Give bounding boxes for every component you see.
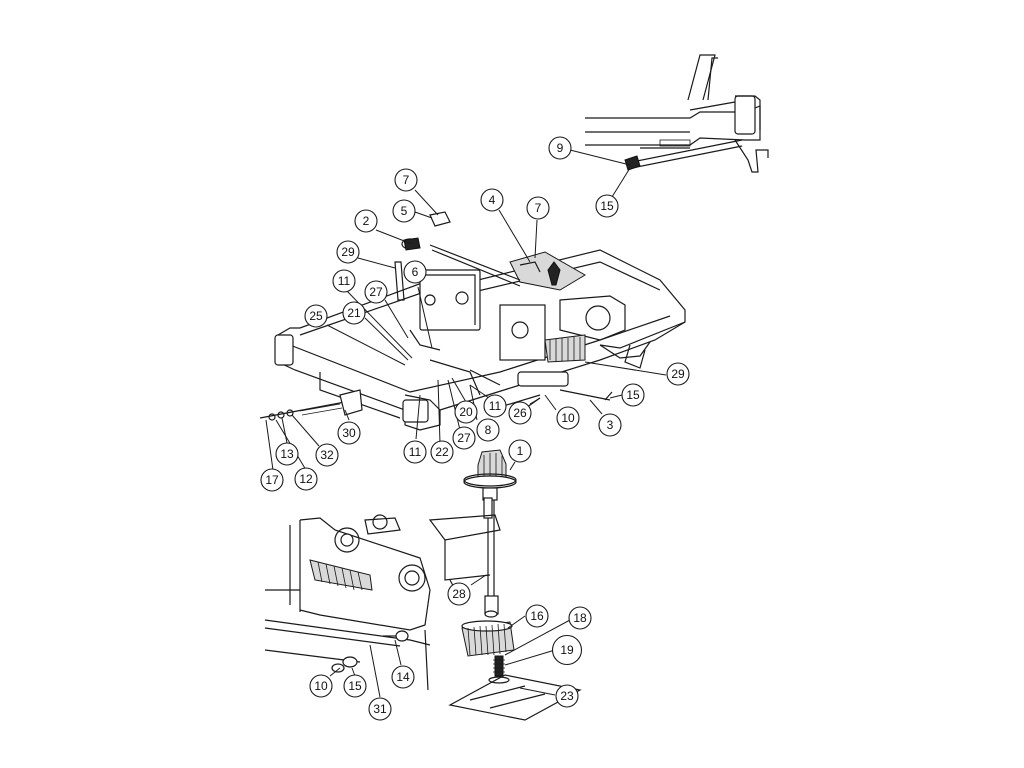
callout-label: 3 bbox=[607, 418, 614, 432]
callout-17[interactable]: 17 bbox=[260, 468, 284, 492]
detail-bracket-view bbox=[264, 514, 431, 691]
callout-3[interactable]: 3 bbox=[598, 413, 622, 437]
callout-label: 21 bbox=[347, 306, 361, 320]
callout-10[interactable]: 10 bbox=[556, 406, 580, 430]
callout-label: 29 bbox=[341, 245, 355, 259]
callout-label: 11 bbox=[409, 445, 422, 459]
callout-9[interactable]: 9 bbox=[548, 136, 572, 160]
callout-label: 15 bbox=[626, 388, 640, 402]
callout-label: 15 bbox=[600, 199, 614, 213]
callout-label: 13 bbox=[280, 447, 294, 461]
callout-7[interactable]: 7 bbox=[394, 168, 418, 192]
callout-label: 4 bbox=[489, 193, 496, 207]
callout-22[interactable]: 22 bbox=[430, 440, 454, 464]
callout-18[interactable]: 18 bbox=[568, 606, 592, 630]
center-shaft-assembly bbox=[428, 449, 517, 618]
callout-label: 28 bbox=[452, 587, 466, 601]
callout-label: 5 bbox=[401, 204, 408, 218]
callout-7[interactable]: 7 bbox=[526, 196, 550, 220]
leader-lines bbox=[265, 149, 667, 698]
callout-12[interactable]: 12 bbox=[294, 467, 318, 491]
callout-label: 8 bbox=[485, 423, 492, 437]
callout-5[interactable]: 5 bbox=[392, 199, 416, 223]
callout-label: 2 bbox=[363, 214, 370, 228]
callout-15[interactable]: 15 bbox=[621, 383, 645, 407]
callout-13[interactable]: 13 bbox=[275, 442, 299, 466]
callout-11[interactable]: 11 bbox=[403, 440, 427, 464]
callout-label: 10 bbox=[314, 679, 328, 693]
callout-label: 14 bbox=[396, 670, 410, 684]
callout-10[interactable]: 10 bbox=[309, 674, 333, 698]
callout-label: 10 bbox=[561, 411, 575, 425]
callout-label: 12 bbox=[299, 472, 313, 486]
callout-label: 31 bbox=[373, 702, 387, 716]
callout-11[interactable]: 11 bbox=[332, 269, 356, 293]
spline-gear-assembly bbox=[448, 620, 582, 721]
callout-label: 15 bbox=[348, 679, 362, 693]
steering-linkage-detail bbox=[585, 54, 769, 173]
callout-29[interactable]: 29 bbox=[666, 362, 690, 386]
callout-label: 7 bbox=[403, 173, 410, 187]
callout-27[interactable]: 27 bbox=[364, 280, 388, 304]
callout-label: 6 bbox=[412, 265, 419, 279]
callout-label: 30 bbox=[342, 426, 356, 440]
callout-31[interactable]: 31 bbox=[368, 697, 392, 721]
callout-label: 17 bbox=[265, 473, 279, 487]
callout-16[interactable]: 16 bbox=[525, 604, 549, 628]
callout-21[interactable]: 21 bbox=[342, 301, 366, 325]
callout-23[interactable]: 23 bbox=[555, 684, 579, 708]
callout-19-highlighted[interactable]: 19 bbox=[551, 634, 583, 666]
highlight-ring bbox=[551, 634, 583, 666]
callout-label: 20 bbox=[459, 405, 473, 419]
callout-label: 22 bbox=[435, 445, 449, 459]
callout-label: 25 bbox=[309, 309, 323, 323]
callout-32[interactable]: 32 bbox=[315, 443, 339, 467]
callout-1[interactable]: 1 bbox=[508, 439, 532, 463]
callout-26[interactable]: 26 bbox=[508, 401, 532, 425]
callout-6[interactable]: 6 bbox=[403, 260, 427, 284]
callout-4[interactable]: 4 bbox=[480, 188, 504, 212]
callout-label: 11 bbox=[338, 274, 351, 288]
callout-label: 29 bbox=[671, 367, 685, 381]
callout-8[interactable]: 8 bbox=[476, 418, 500, 442]
callout-25[interactable]: 25 bbox=[304, 304, 328, 328]
callout-11[interactable]: 11 bbox=[483, 394, 507, 418]
callout-30[interactable]: 30 bbox=[337, 421, 361, 445]
callout-label: 11 bbox=[489, 399, 502, 413]
callout-label: 18 bbox=[573, 611, 587, 625]
callout-label: 26 bbox=[513, 406, 527, 420]
callout-label: 7 bbox=[535, 201, 542, 215]
callout-28[interactable]: 28 bbox=[447, 582, 471, 606]
callout-label: 23 bbox=[560, 689, 574, 703]
callout-label: 16 bbox=[530, 609, 544, 623]
callout-20[interactable]: 20 bbox=[454, 400, 478, 424]
callout-label: 1 bbox=[517, 444, 524, 458]
callout-label: 27 bbox=[369, 285, 383, 299]
callout-label: 27 bbox=[457, 431, 471, 445]
callout-15[interactable]: 15 bbox=[595, 194, 619, 218]
callout-15[interactable]: 15 bbox=[343, 674, 367, 698]
callout-27[interactable]: 27 bbox=[452, 426, 476, 450]
callout-14[interactable]: 14 bbox=[391, 665, 415, 689]
callout-29[interactable]: 29 bbox=[336, 240, 360, 264]
callout-2[interactable]: 2 bbox=[354, 209, 378, 233]
callout-label: 32 bbox=[320, 448, 334, 462]
callout-label: 19 bbox=[560, 643, 574, 657]
callout-label: 9 bbox=[557, 141, 564, 155]
